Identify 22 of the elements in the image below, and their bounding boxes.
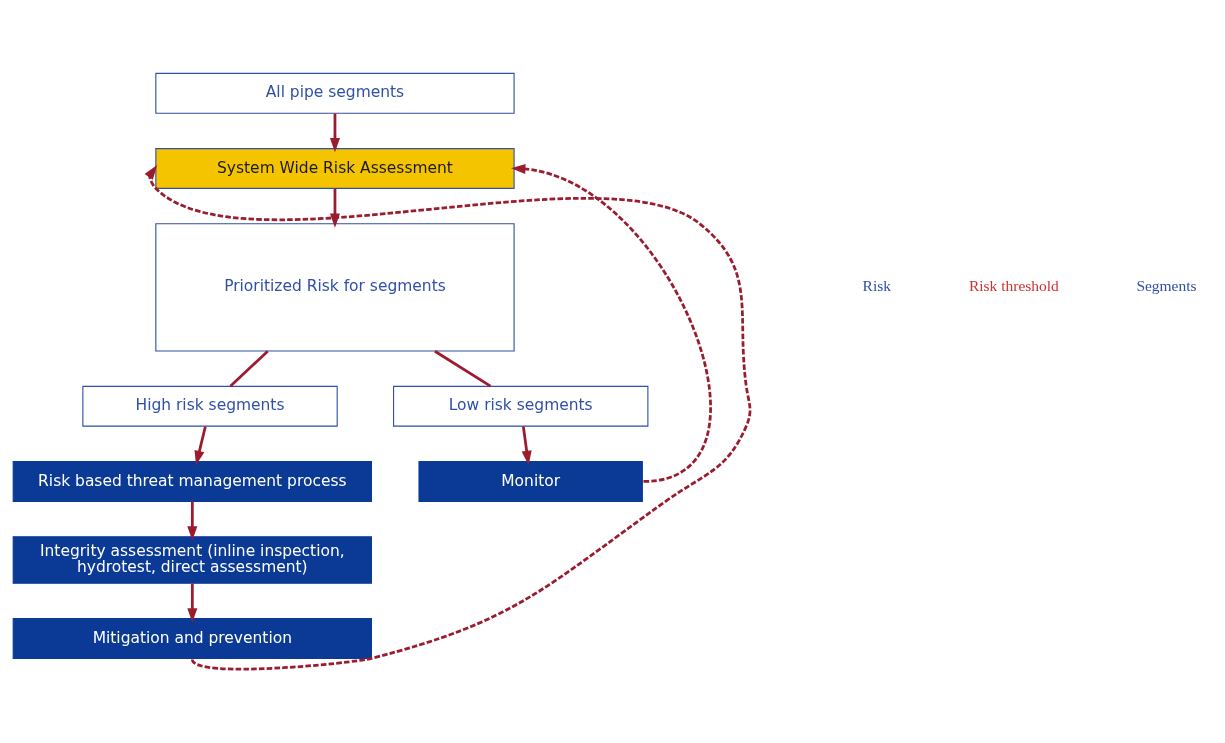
node-box: Monitor <box>418 460 643 502</box>
node-box: Risk based threat management process <box>12 460 372 502</box>
node-box: Low risk segments <box>393 385 649 427</box>
node-box: High risk segments <box>82 385 338 427</box>
arrow <box>194 426 207 466</box>
node-box: Mitigation and prevention <box>12 618 372 659</box>
arrow <box>187 583 198 623</box>
node-box: Integrity assessment (inline inspection, hydrotest, direct assessment) <box>12 536 372 584</box>
arrow <box>511 163 712 483</box>
arrow <box>329 188 340 228</box>
node-box: System Wide Risk Assessment <box>155 148 515 189</box>
connector <box>229 350 269 388</box>
node-box: Prioritized Risk for segments <box>155 223 515 352</box>
node-box: All pipe segments <box>155 72 515 114</box>
arrow <box>329 113 340 153</box>
arrow <box>521 426 532 466</box>
arrow <box>187 501 198 541</box>
label: Segments <box>1136 277 1197 295</box>
arrow <box>144 165 751 671</box>
label: Risk <box>862 277 891 295</box>
label: Risk threshold <box>968 277 1059 295</box>
connector <box>434 350 492 388</box>
